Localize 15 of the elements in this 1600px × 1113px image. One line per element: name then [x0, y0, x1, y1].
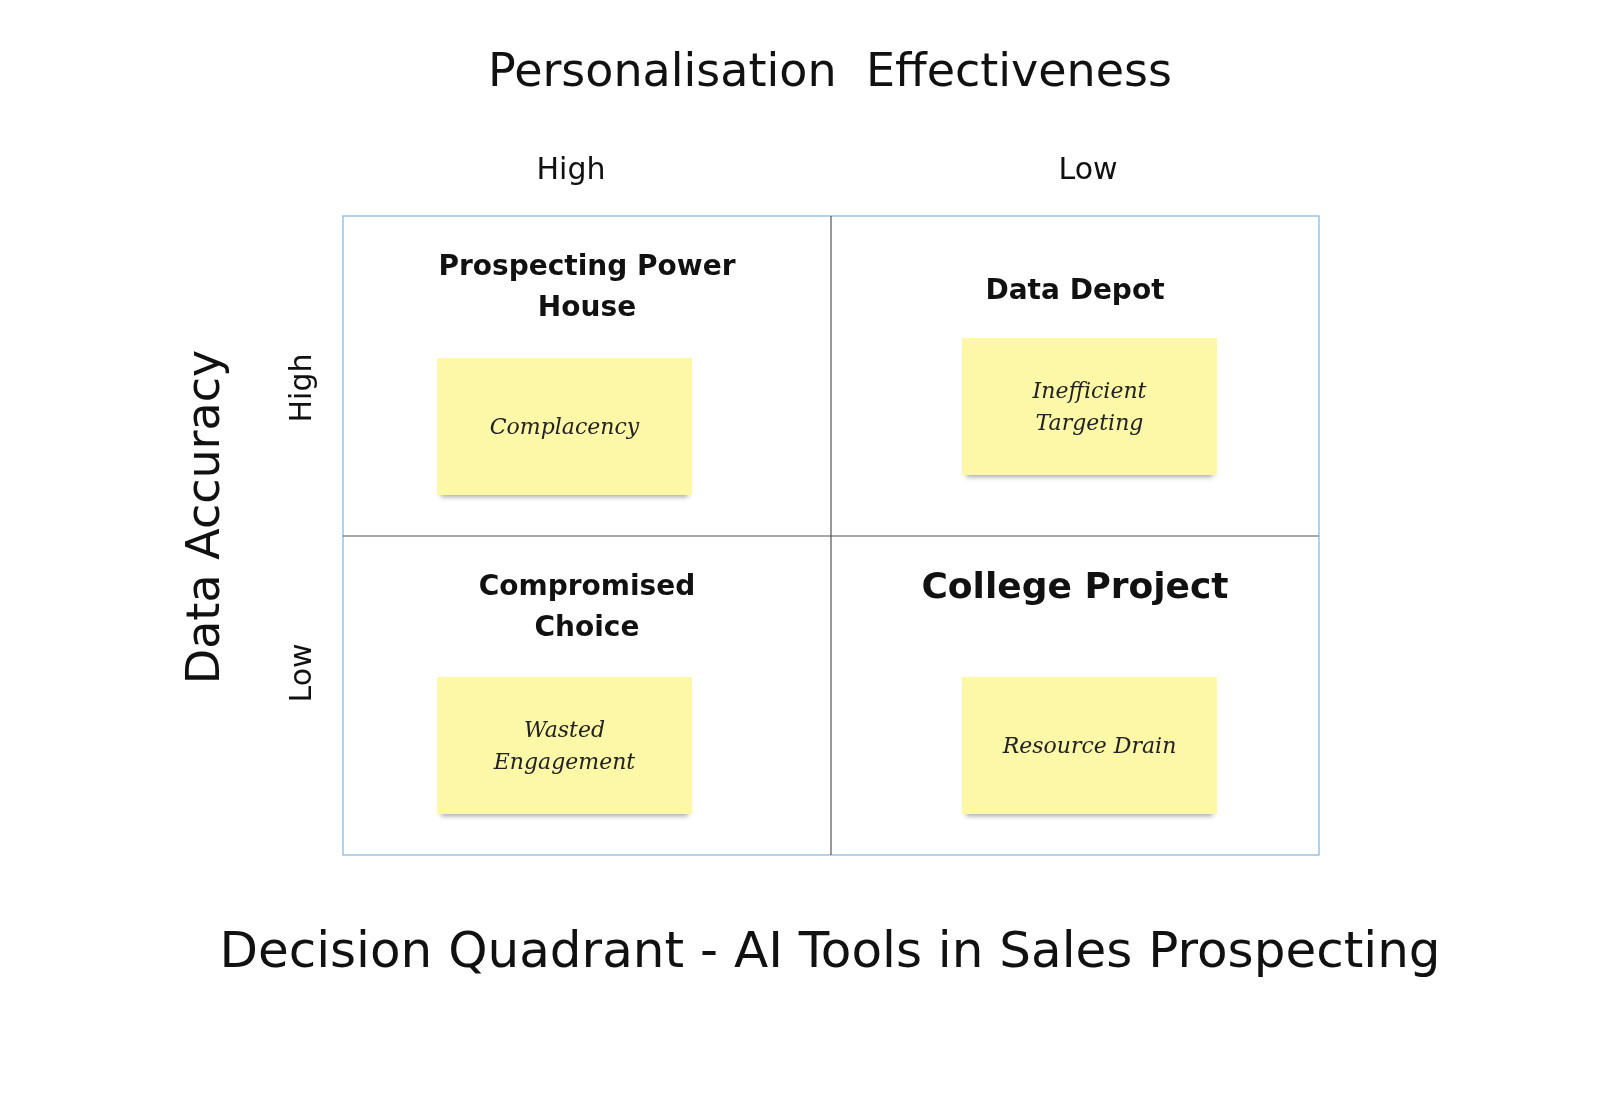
- axis-value-label: High: [536, 150, 606, 186]
- quadrant-heading: Prospecting Power House: [437, 248, 737, 325]
- quadrant-heading: College Project: [921, 564, 1229, 608]
- sticky-note: Complacency: [437, 358, 692, 495]
- axis-value-label: Low: [1058, 150, 1118, 186]
- axis-value-label: Low: [282, 643, 318, 703]
- sticky-note: Wasted Engagement: [437, 677, 692, 814]
- quadrant-heading: Data Depot: [985, 272, 1165, 308]
- axis-title: Personalisation Effectiveness: [488, 43, 1172, 97]
- sticky-note: Resource Drain: [962, 677, 1217, 814]
- diagram-caption: Decision Quadrant - AI Tools in Sales Prospecting: [219, 921, 1441, 979]
- quadrant-heading: Compromised Choice: [477, 568, 697, 645]
- axis-title: Data Accuracy: [176, 349, 230, 685]
- sticky-note: Inefficient Targeting: [962, 338, 1217, 475]
- axis-value-label: High: [282, 353, 318, 423]
